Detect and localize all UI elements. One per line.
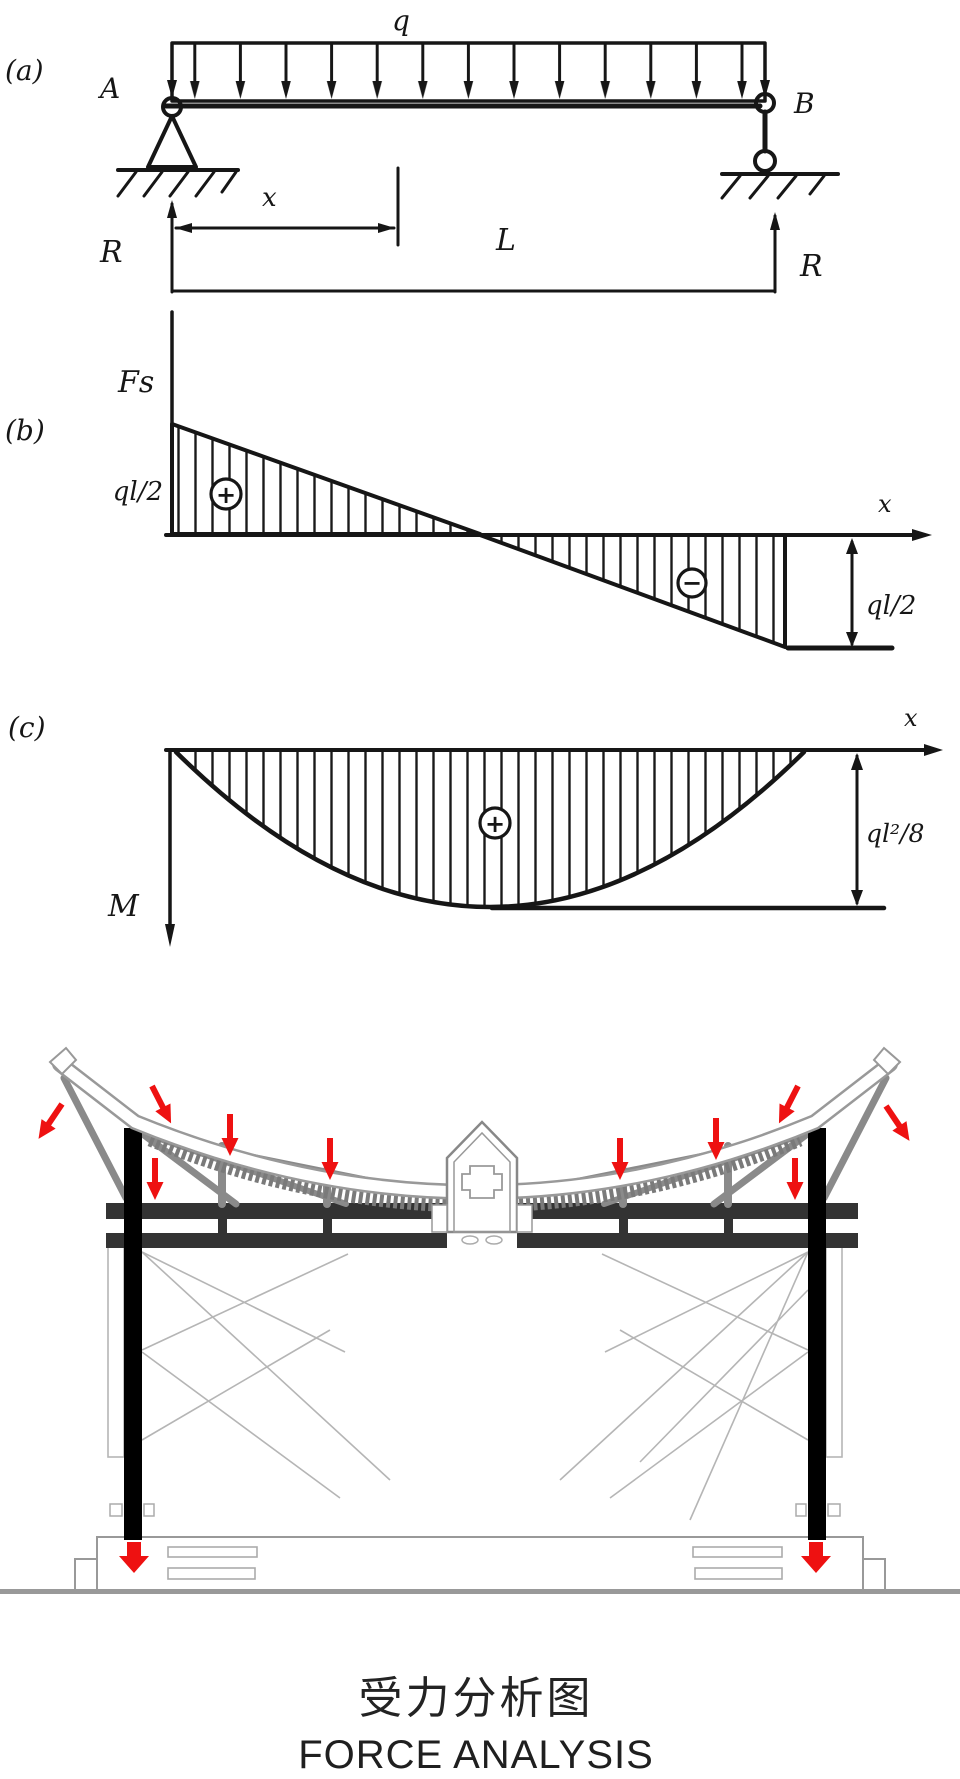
dimension-span-reactions: R R L [99, 200, 823, 294]
support-a-label: A [97, 72, 120, 105]
force-arrow-icon [147, 1158, 164, 1200]
moment-max-value: ql²/8 [866, 819, 924, 848]
positive-shear-area [170, 422, 482, 536]
main-beams [106, 1203, 858, 1248]
load-q-label: q [392, 4, 410, 37]
dimension-x: x [170, 166, 400, 252]
column-side-panel [825, 1246, 843, 1458]
dim-x-label: x [262, 183, 277, 213]
fs-axis-label: Fs [117, 365, 154, 400]
shear-dimension-arrow [846, 538, 858, 647]
distributed-load-block [172, 43, 765, 101]
figure-b-shear-diagram: (b) Fs + ql/2 x − ql/2 [5, 310, 932, 651]
figure-c-moment-diagram: (c) x + M ql²/8 [8, 704, 943, 947]
building-section [0, 1046, 960, 1594]
figure-a-beam-diagram: (a) q A B [5, 4, 840, 294]
ridge-ornament [431, 1120, 533, 1234]
shear-right-value: ql/2 [866, 591, 916, 621]
beam-painting-scribble [461, 1235, 503, 1245]
moment-dimension-arrow [851, 753, 863, 906]
panel-label-a: (a) [5, 54, 44, 87]
column-base-shoes [109, 1503, 841, 1517]
right-eave-tip [872, 1046, 902, 1076]
reaction-left-label: R [99, 235, 123, 270]
pin-support-icon [116, 96, 240, 198]
force-arrow-icon [787, 1158, 804, 1200]
platform-upper-step [96, 1536, 864, 1591]
svg-text:+: + [485, 810, 505, 838]
moment-curve [173, 749, 807, 910]
force-arrow-icon [879, 1101, 917, 1145]
minus-sign-icon: − [676, 567, 708, 599]
panel-label-c: (c) [8, 711, 46, 744]
x-axis-c-label: x [904, 704, 918, 732]
reaction-right-label: R [799, 249, 823, 284]
left-column [124, 1128, 142, 1540]
svg-text:+: + [216, 481, 236, 509]
quatrefoil-cutout [461, 1165, 503, 1199]
plus-sign-icon: + [209, 477, 243, 511]
right-column [808, 1128, 826, 1540]
negative-shear-area [478, 533, 787, 649]
plus-sign-icon: + [478, 806, 512, 840]
caption-english: FORCE ANALYSIS [298, 1733, 654, 1777]
caption-chinese: 受力分析图 [359, 1673, 594, 1724]
force-arrow-icon [31, 1099, 69, 1143]
shear-left-value: ql/2 [113, 477, 163, 507]
cross-bracing-lines [141, 1251, 809, 1521]
rafter-hatch-band [147, 1133, 803, 1213]
svg-text:−: − [682, 569, 702, 597]
support-b-label: B [793, 87, 815, 120]
roller-support-icon [720, 92, 840, 200]
x-axis-b-label: x [878, 490, 892, 518]
left-eave-tip [48, 1046, 78, 1076]
column-side-panel [107, 1246, 125, 1458]
m-axis-label: M [107, 889, 140, 924]
ground-line [0, 1589, 960, 1594]
platform-slabs [167, 1546, 783, 1580]
load-end-arrows [167, 44, 770, 98]
dim-span-label: L [495, 223, 516, 258]
panel-label-b: (b) [5, 414, 45, 447]
